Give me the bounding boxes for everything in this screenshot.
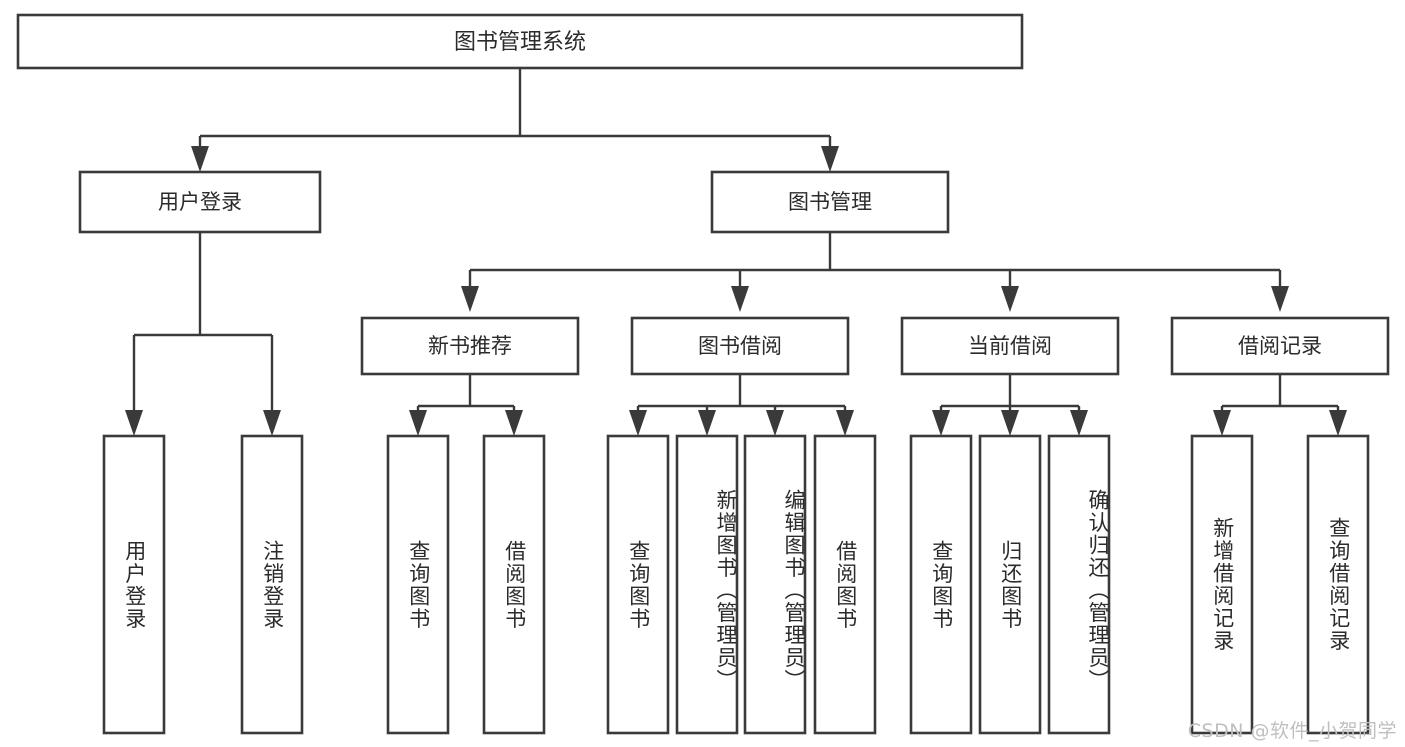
node-box-root[interactable] <box>16 13 1024 70</box>
arrowhead-bookmgmt-2 <box>731 286 749 312</box>
node-label-book-borrow: 图书借阅 <box>698 334 782 358</box>
node-label-current-borrow: 当前借阅 <box>968 334 1052 358</box>
node-label-borrow-record: 借阅记录 <box>1238 334 1322 358</box>
arrowhead-newbook-1 <box>409 410 427 436</box>
arrowhead-record-1 <box>1213 410 1231 436</box>
leaf-box-user-login-1[interactable] <box>240 434 304 735</box>
arrowhead-current-2 <box>1001 410 1019 436</box>
node-box-book-management[interactable] <box>710 170 950 234</box>
arrowhead-current-1 <box>932 410 950 436</box>
arrowhead-borrow-1 <box>629 410 647 436</box>
node-box-new-book-recommend[interactable] <box>360 316 580 376</box>
arrowhead-borrow-2 <box>698 410 716 436</box>
arrowhead-current-3 <box>1070 410 1088 436</box>
arrowhead-newbook-2 <box>505 410 523 436</box>
arrowhead-userlogin-2 <box>263 410 281 436</box>
node-label-new-book-recommend: 新书推荐 <box>428 334 512 358</box>
leaf-box-book-borrow-1[interactable] <box>675 434 739 735</box>
leaf-box-borrow-record-1[interactable] <box>1306 434 1370 735</box>
leaf-box-book-borrow-3[interactable] <box>813 434 877 735</box>
arrowhead-record-2 <box>1329 410 1347 436</box>
node-box-book-borrow[interactable] <box>630 316 850 376</box>
leaf-box-book-borrow-2[interactable] <box>743 434 807 735</box>
node-box-borrow-record[interactable] <box>1170 316 1390 376</box>
csdn-watermark: CSDN @软件_小贺同学 <box>1187 720 1397 742</box>
leaf-box-current-borrow-0[interactable] <box>909 434 973 735</box>
leaf-box-current-borrow-2[interactable] <box>1047 434 1111 735</box>
leaf-box-current-borrow-1[interactable] <box>978 434 1042 735</box>
arrowhead-bookmgmt-3 <box>1001 286 1019 312</box>
arrowhead-userlogin-1 <box>125 410 143 436</box>
leaf-box-new-book-0[interactable] <box>386 434 450 735</box>
node-label-root: 图书管理系统 <box>454 30 586 55</box>
arrowhead-root-2 <box>821 146 839 172</box>
arrowhead-root-1 <box>191 146 209 172</box>
node-box-user-login[interactable] <box>78 170 322 234</box>
node-label-user-login: 用户登录 <box>158 190 242 214</box>
leaf-box-new-book-1[interactable] <box>482 434 546 735</box>
arrowhead-borrow-3 <box>766 410 784 436</box>
node-label-book-management: 图书管理 <box>788 190 872 214</box>
arrowhead-bookmgmt-1 <box>461 286 479 312</box>
node-box-current-borrow[interactable] <box>900 316 1120 376</box>
arrowhead-borrow-4 <box>836 410 854 436</box>
arrowhead-bookmgmt-4 <box>1271 286 1289 312</box>
leaf-box-user-login-0[interactable] <box>102 434 166 735</box>
leaf-box-borrow-record-0[interactable] <box>1190 434 1254 735</box>
leaf-box-book-borrow-0[interactable] <box>606 434 670 735</box>
